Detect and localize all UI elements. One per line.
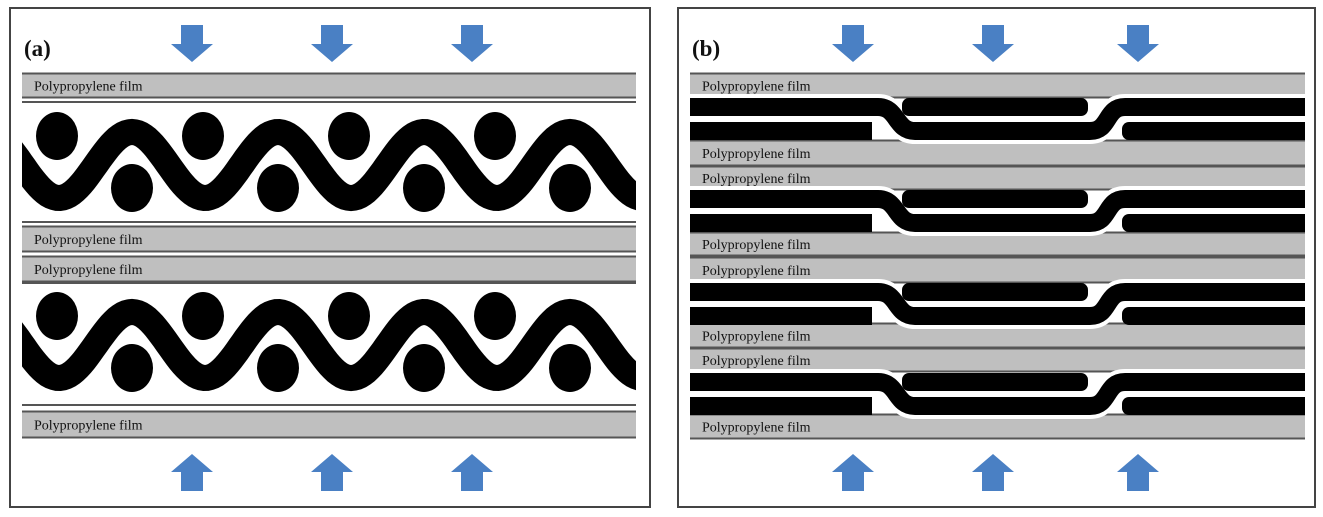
tape-end	[862, 214, 872, 232]
weft-yarn	[474, 292, 516, 340]
film-2: Polypropylene film	[22, 225, 636, 253]
film-label: Polypropylene film	[34, 263, 143, 278]
film-band	[22, 226, 636, 252]
panel-b-label: (b)	[692, 36, 720, 61]
film-label: Polypropylene film	[34, 233, 143, 248]
woven-fabric-2	[0, 292, 636, 396]
film-label: Polypropylene film	[702, 330, 811, 345]
tape-strip	[690, 283, 1305, 325]
film-label: Polypropylene film	[702, 354, 811, 369]
woven-fabric-1	[0, 112, 636, 216]
weft-yarn	[549, 164, 591, 212]
tape-end	[862, 307, 872, 325]
up-arrow-icon	[972, 454, 1014, 491]
film-1: Polypropylene film	[22, 72, 636, 99]
film-3: Polypropylene film	[22, 255, 636, 283]
film-band	[690, 257, 1305, 283]
weft-yarn	[403, 164, 445, 212]
film-band	[690, 348, 1305, 372]
weft-yarn	[328, 292, 370, 340]
up-arrow-icon	[832, 454, 874, 491]
tape-strip	[1140, 397, 1305, 415]
unidirectional-layer-2	[690, 186, 1305, 236]
film-label: Polypropylene film	[702, 264, 811, 279]
weft-yarn	[257, 164, 299, 212]
unidirectional-layer-3	[690, 279, 1305, 329]
tape-strip	[902, 373, 1088, 391]
film-band	[690, 73, 1305, 98]
up-arrow-icon	[1117, 454, 1159, 491]
tape-end	[862, 397, 872, 415]
up-arrow-icon	[311, 454, 353, 491]
tape-strip	[690, 98, 1305, 140]
film-label: Polypropylene film	[34, 80, 143, 95]
tape-strip	[902, 98, 1088, 116]
weft-yarn	[182, 112, 224, 160]
film-band	[22, 73, 636, 98]
weft-yarn	[36, 112, 78, 160]
tape-strip	[690, 214, 872, 232]
film-label: Polypropylene film	[702, 172, 811, 187]
film-band	[690, 140, 1305, 166]
film-4: Polypropylene film	[22, 410, 636, 439]
weft-yarn	[111, 344, 153, 392]
tape-strip	[690, 397, 872, 415]
film-label: Polypropylene film	[702, 421, 811, 436]
tape-strip	[1140, 214, 1305, 232]
weft-yarn	[474, 112, 516, 160]
tape-strip	[690, 307, 872, 325]
panel-a-label: (a)	[24, 36, 51, 61]
weft-yarn	[549, 344, 591, 392]
film-1: Polypropylene film	[690, 72, 1305, 99]
weft-yarn	[36, 292, 78, 340]
down-arrow-icon	[972, 25, 1014, 62]
down-arrow-icon	[451, 25, 493, 62]
tape-strip	[690, 190, 1305, 232]
down-arrow-icon	[1117, 25, 1159, 62]
weft-yarn	[0, 344, 7, 392]
weft-yarn	[403, 344, 445, 392]
film-7: Polypropylene film	[690, 347, 1305, 373]
film-band	[22, 411, 636, 438]
tape-strip	[690, 122, 872, 140]
weft-yarn	[328, 112, 370, 160]
up-arrow-icon	[451, 454, 493, 491]
weft-yarn	[182, 292, 224, 340]
film-label: Polypropylene film	[702, 147, 811, 162]
tape-strip	[902, 283, 1088, 301]
tape-strip	[1140, 307, 1305, 325]
film-label: Polypropylene film	[34, 419, 143, 434]
unidirectional-layer-4	[690, 369, 1305, 419]
warp-yarn	[22, 298, 636, 392]
unidirectional-layer-1	[690, 94, 1305, 144]
weft-yarn	[257, 344, 299, 392]
film-band	[22, 256, 636, 282]
tape-end	[862, 122, 872, 140]
weft-yarn	[0, 164, 7, 212]
warp-yarn	[22, 118, 636, 212]
weft-yarn	[111, 164, 153, 212]
tape-strip	[902, 190, 1088, 208]
tape-strip	[1140, 122, 1305, 140]
down-arrow-icon	[832, 25, 874, 62]
down-arrow-icon	[171, 25, 213, 62]
down-arrow-icon	[311, 25, 353, 62]
up-arrow-icon	[171, 454, 213, 491]
tape-strip	[690, 373, 1305, 415]
film-label: Polypropylene film	[702, 238, 811, 253]
film-label: Polypropylene film	[702, 80, 811, 95]
